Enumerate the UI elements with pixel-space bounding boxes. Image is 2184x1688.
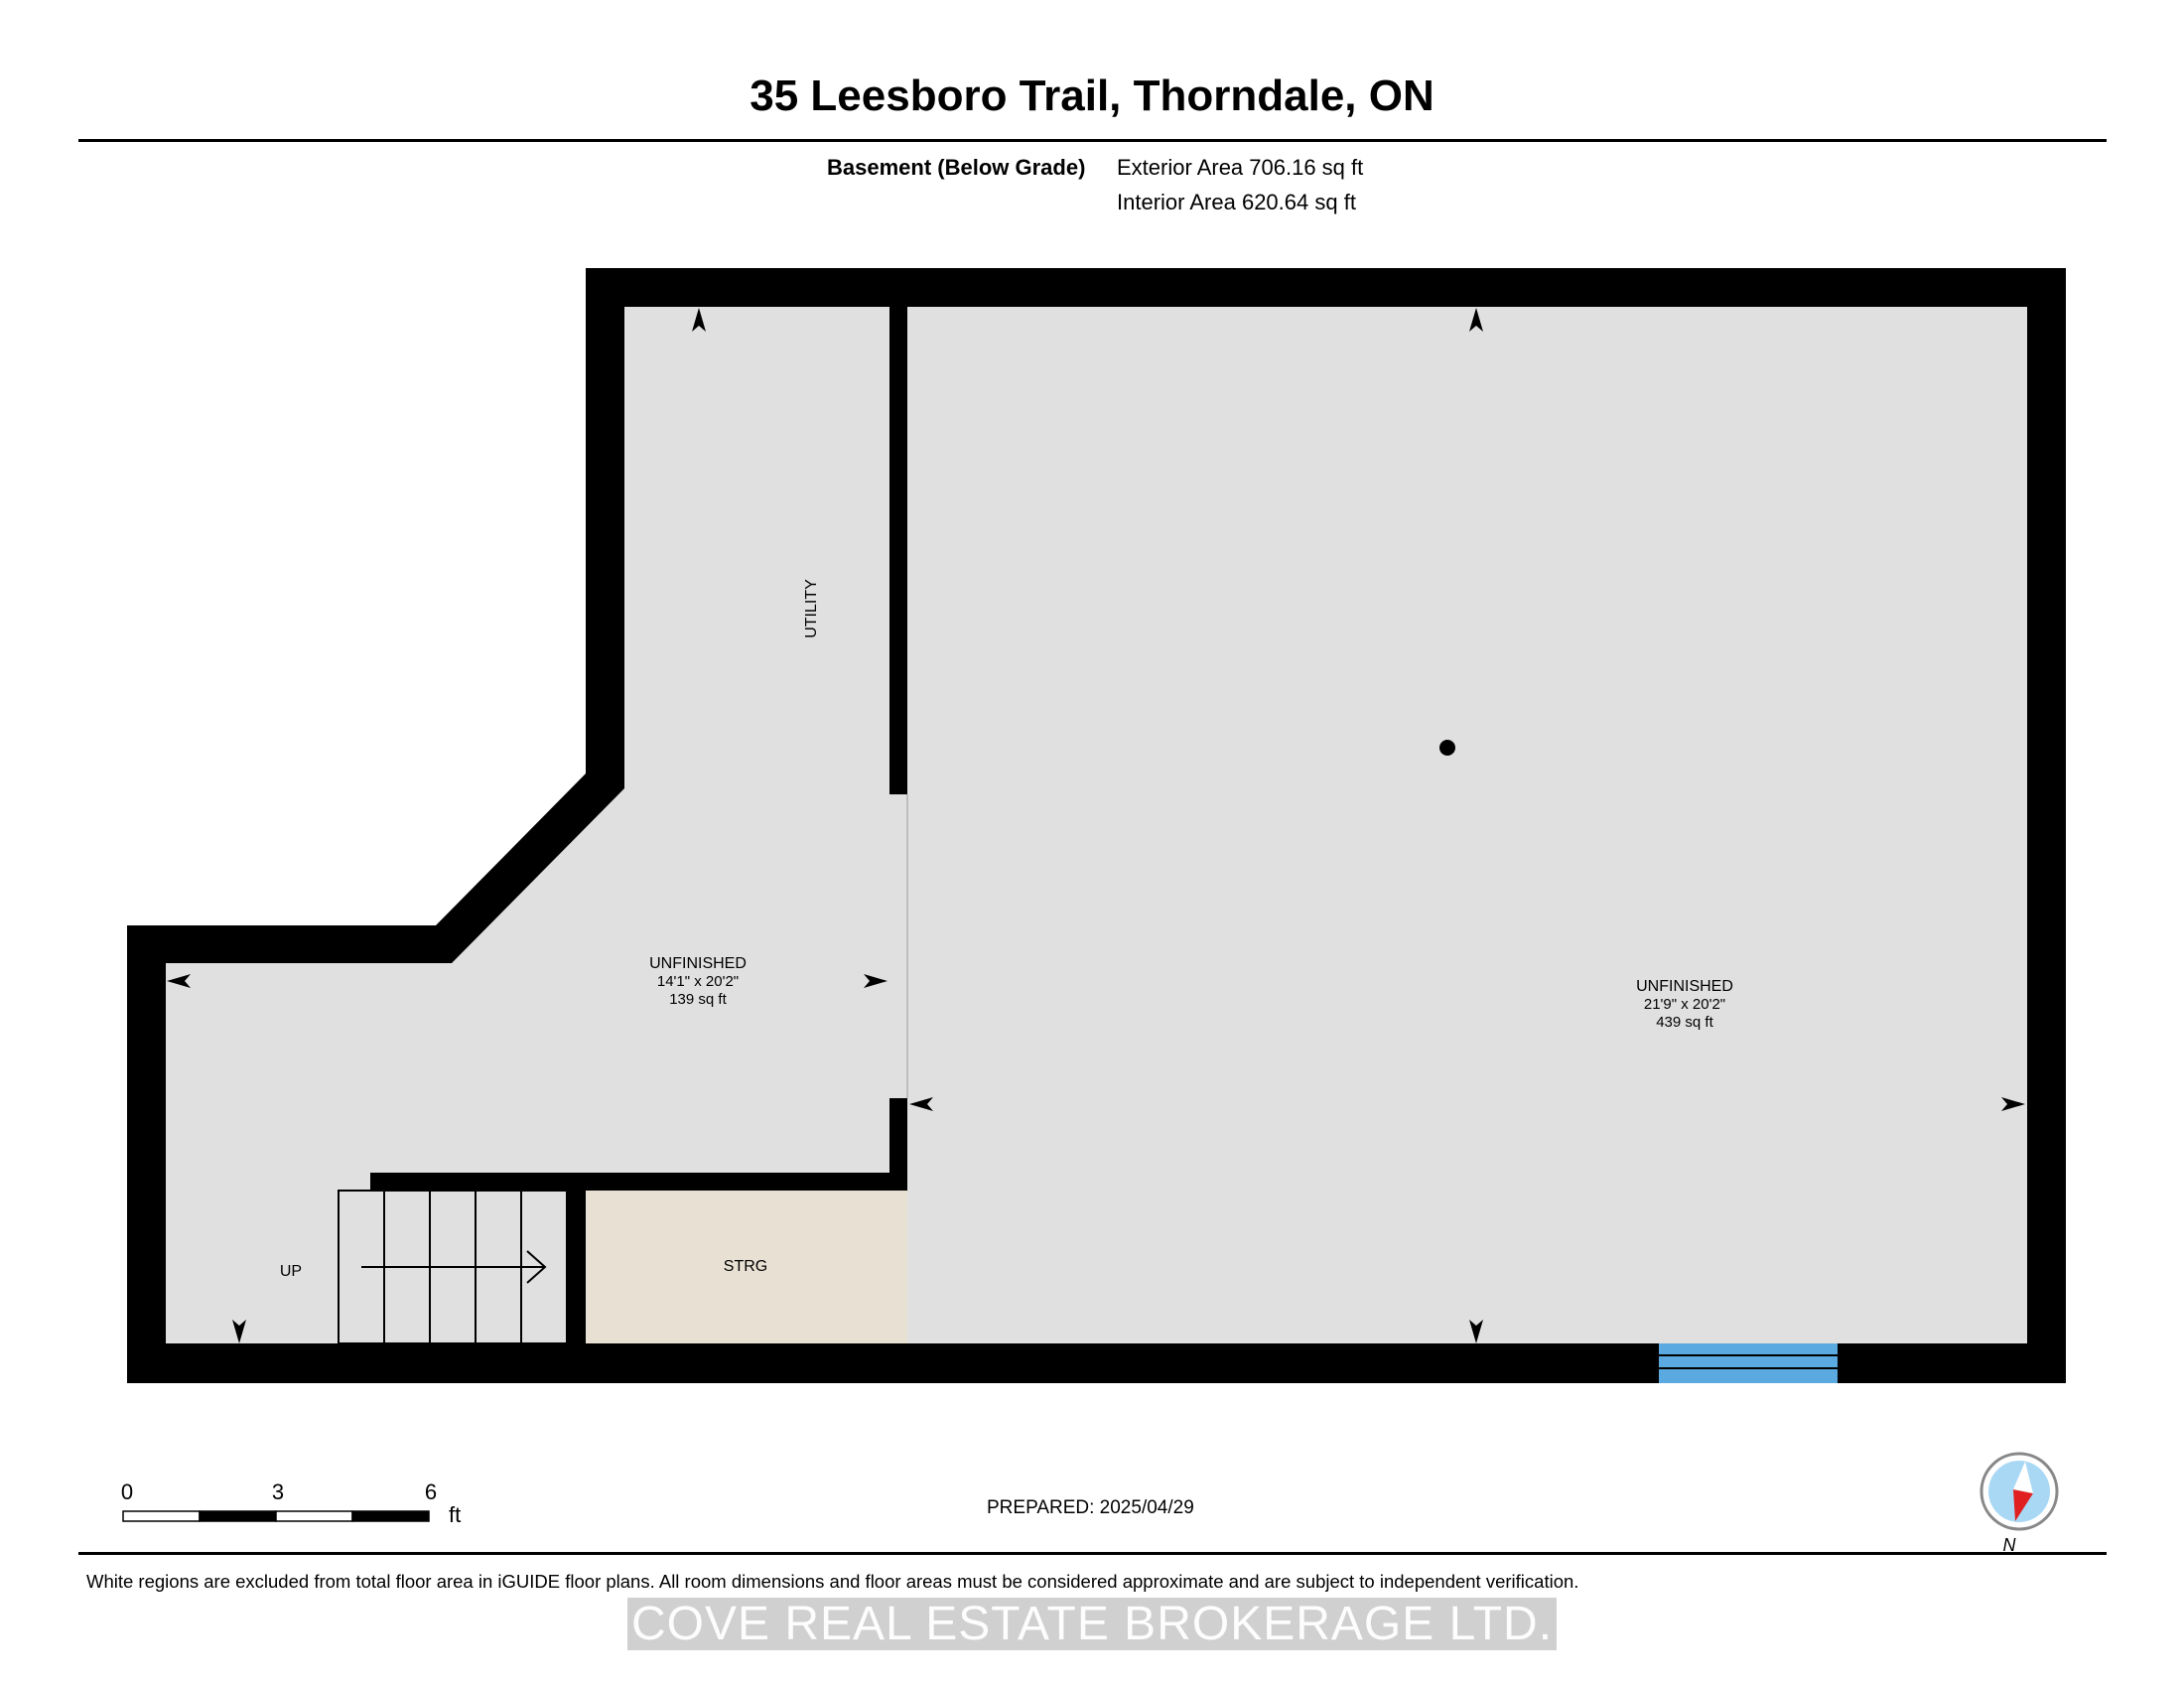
stairs-label: UP [280,1263,302,1280]
floor-name: Basement (Below Grade) [827,155,1086,180]
room-dimensions-unfinished-west: 14'1" x 20'2" [657,973,739,990]
compass-icon: N [1979,1452,2059,1555]
room-dimensions-unfinished-east: 21'9" x 20'2" [1644,996,1725,1013]
storage-floor [586,1191,907,1343]
window [1659,1343,1838,1383]
dimension-arrows [167,308,2025,1343]
exterior-area: Exterior Area 706.16 sq ft [1117,155,1364,180]
watermark: COVE REAL ESTATE BROKERAGE LTD. [0,1597,2184,1651]
watermark-text: COVE REAL ESTATE BROKERAGE LTD. [626,1598,1558,1650]
stairs [338,1190,568,1344]
utility-wall-upper [889,307,907,794]
scale-tick-0: 0 [121,1479,133,1504]
room-label-unfinished-west: UNFINISHED [649,955,747,972]
scale-tick-6: 6 [425,1479,437,1504]
interior-floor [166,307,2027,1343]
room-label-storage: STRG [724,1258,767,1275]
scale-bar: 0 3 6 ft [121,1479,461,1527]
disclaimer: White regions are excluded from total fl… [86,1571,1579,1592]
room-area-unfinished-east: 439 sq ft [1656,1014,1713,1031]
interior-area: Interior Area 620.64 sq ft [1117,190,1356,214]
prepared-date: PREPARED: 2025/04/29 [987,1497,1194,1518]
room-label-utility: UTILITY [803,579,820,638]
room-center-marker [1439,740,1455,756]
scale-tick-3: 3 [272,1479,284,1504]
storage-wall-left [567,1191,586,1343]
scale-unit: ft [449,1502,461,1527]
utility-wall-lower [889,1098,907,1191]
page-title: 35 Leesboro Trail, Thorndale, ON [750,71,1434,120]
room-area-unfinished-west: 139 sq ft [669,991,727,1008]
room-label-unfinished-east: UNFINISHED [1636,978,1733,995]
storage-wall-top [370,1173,907,1191]
header-divider [78,139,2107,142]
compass-north-label: N [2003,1535,2017,1555]
footer-divider [78,1552,2107,1555]
